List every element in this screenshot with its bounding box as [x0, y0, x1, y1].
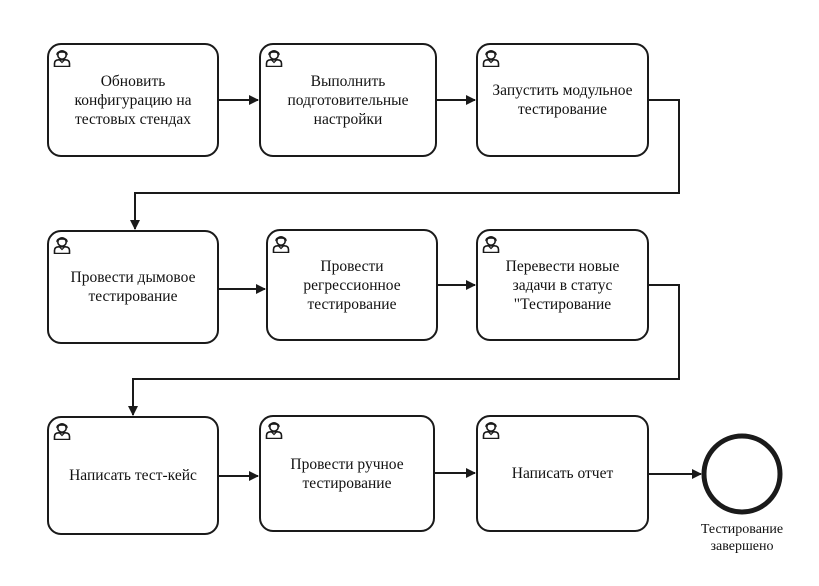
- task-label: Написать тест-кейс: [69, 467, 197, 484]
- user-icon: [482, 236, 500, 253]
- task-manual-testing[interactable]: Провести ручное тестирование: [259, 415, 435, 532]
- end-event-label: Тестирование завершено: [700, 522, 784, 554]
- task-label: Написать отчет: [511, 465, 614, 482]
- user-icon: [265, 50, 283, 67]
- user-icon: [53, 237, 71, 254]
- task-preparatory-settings[interactable]: Выполнить подготовительные настройки: [259, 43, 437, 157]
- task-label: Обновить конфигурацию на тестовых стенда…: [74, 72, 192, 128]
- user-icon: [265, 422, 283, 439]
- end-event-circle: [701, 433, 783, 515]
- flow-arrow-t6-t7: [128, 284, 680, 416]
- task-regression-testing[interactable]: Провести регрессионное тестирование: [266, 229, 438, 341]
- task-label: Перевести новые задачи в статус "Тестиро…: [505, 257, 620, 313]
- task-write-report[interactable]: Написать отчет: [476, 415, 649, 532]
- task-write-test-case[interactable]: Написать тест-кейс: [47, 416, 219, 535]
- user-icon: [482, 50, 500, 67]
- task-label: Запустить модульное тестирование: [492, 82, 633, 118]
- user-icon: [482, 422, 500, 439]
- user-icon: [53, 423, 71, 440]
- user-icon: [272, 236, 290, 253]
- user-icon: [53, 50, 71, 67]
- task-label: Выполнить подготовительные настройки: [287, 72, 409, 128]
- task-move-to-testing-status[interactable]: Перевести новые задачи в статус "Тестиро…: [476, 229, 649, 341]
- task-label: Провести регрессионное тестирование: [303, 257, 401, 313]
- task-smoke-testing[interactable]: Провести дымовое тестирование: [47, 230, 219, 344]
- task-update-config[interactable]: Обновить конфигурацию на тестовых стенда…: [47, 43, 219, 157]
- task-label: Провести ручное тестирование: [290, 455, 404, 492]
- flow-arrow-t3-t4: [130, 99, 680, 230]
- task-label: Провести дымовое тестирование: [70, 269, 196, 305]
- task-unit-testing[interactable]: Запустить модульное тестирование: [476, 43, 649, 157]
